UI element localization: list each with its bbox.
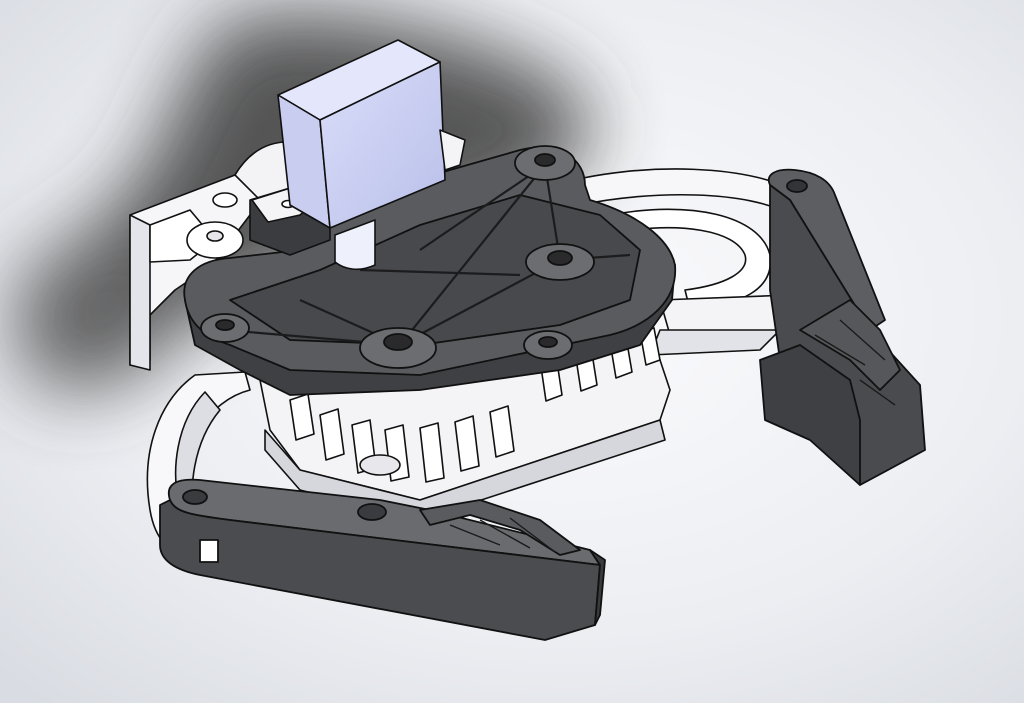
servo-horn xyxy=(334,219,376,271)
right-finger-lattice xyxy=(799,299,901,391)
white-ring xyxy=(554,168,801,356)
white-upper-hole xyxy=(212,192,238,208)
right-finger-hole xyxy=(786,179,808,193)
right-finger-jaw xyxy=(759,344,861,486)
white-pivot-hole xyxy=(206,230,224,242)
dark-finger-left xyxy=(159,478,606,641)
gearbox-plate xyxy=(183,145,676,396)
white-frame-side xyxy=(129,214,151,371)
servo-side xyxy=(319,61,446,229)
left-finger-hole-2 xyxy=(357,503,387,521)
white-pin xyxy=(199,539,219,563)
plate-bosses xyxy=(200,145,595,369)
dark-finger-right xyxy=(759,168,926,486)
left-finger-end xyxy=(589,549,606,626)
servo-flange xyxy=(439,129,466,171)
right-finger-upper xyxy=(767,168,886,331)
servo xyxy=(249,39,466,271)
left-finger-hole-1 xyxy=(182,489,208,505)
